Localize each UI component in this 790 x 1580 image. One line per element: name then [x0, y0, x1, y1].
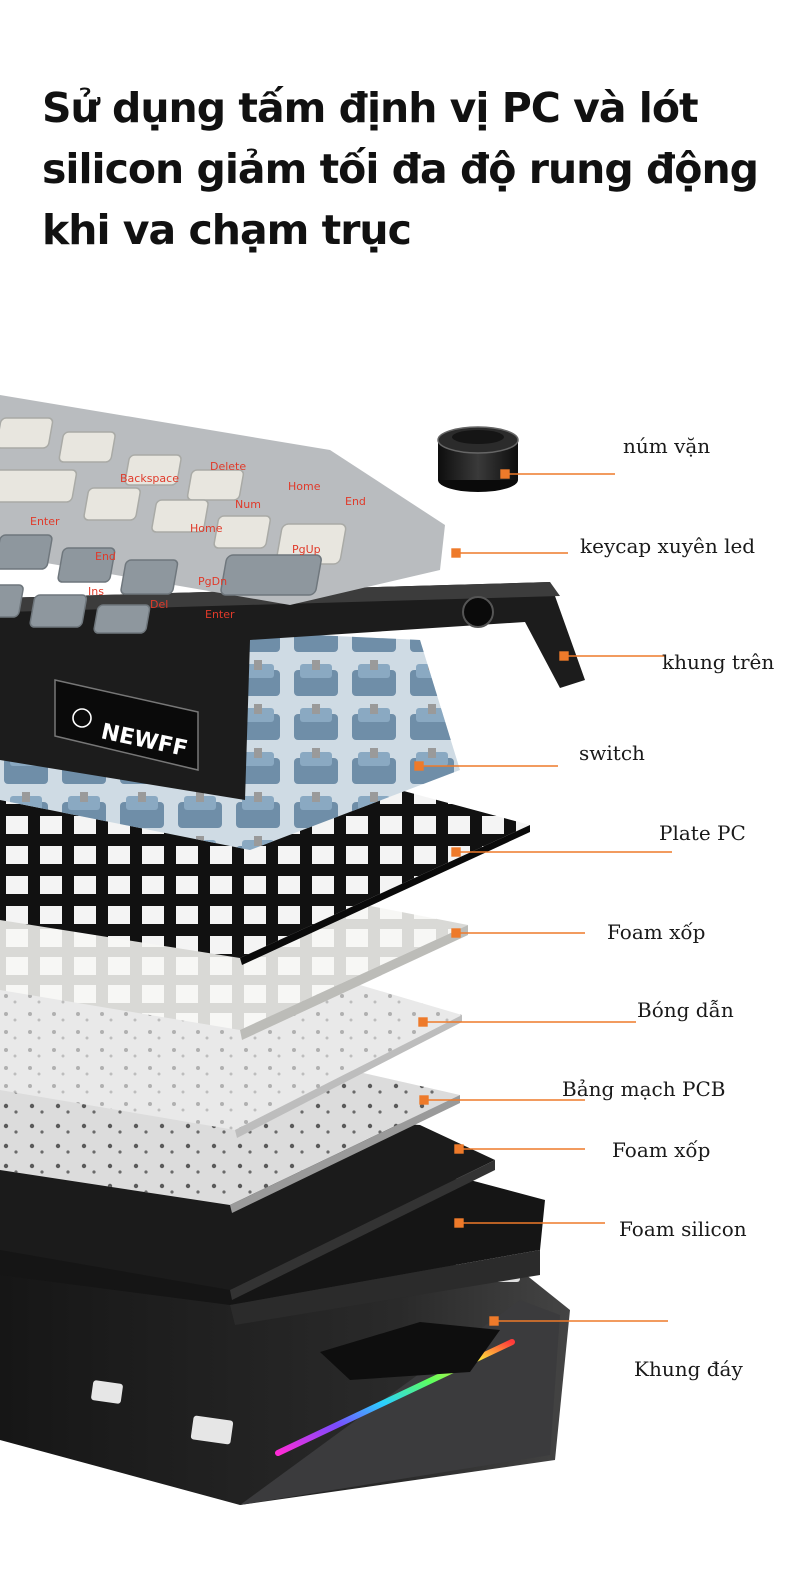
keycap-legend: Delete	[210, 460, 246, 473]
keycap-legend: End	[345, 495, 366, 508]
keycap-legend: Home	[190, 522, 223, 535]
callout-label-pcb: Bảng mạch PCB	[562, 1077, 726, 1101]
keycap-legend: End	[95, 550, 116, 563]
keycap-legend: PgUp	[292, 543, 321, 556]
page-title: Sử dụng tấm định vị PC và lót silicon gi…	[42, 84, 759, 254]
keycap-legend: Ins	[88, 585, 104, 598]
bottom-frame-layer	[0, 1230, 570, 1505]
keycap-legend: Home	[288, 480, 321, 493]
callout-label-light-guide: Bóng dẫn	[637, 998, 734, 1022]
callout-label-knob: núm vặn	[623, 434, 711, 458]
callout-label-bottom-frame: Khung đáy	[634, 1357, 743, 1381]
keycap-legend: Num	[235, 498, 261, 511]
keycap-legend: Enter	[205, 608, 235, 621]
callout-label-foam-1: Foam xốp	[607, 920, 706, 944]
callout-lines	[414, 469, 672, 1326]
keycap-legend: Enter	[30, 515, 60, 528]
callout-label-plate: Plate PC	[659, 821, 746, 845]
keycap-legend: Backspace	[120, 472, 179, 485]
callout-label-switch: switch	[579, 741, 645, 765]
callout-label-keycap: keycap xuyên led	[580, 534, 756, 558]
brand-logo: NEWFF	[54, 679, 199, 771]
plate-pc-layer	[0, 790, 530, 965]
keycap-legend: PgDn	[198, 575, 227, 588]
keycap-layer: Backspace Delete Home End Num Enter Home…	[0, 395, 445, 634]
callout-label-foam-silicon: Foam silicon	[619, 1217, 747, 1241]
callout-label-top-frame: khung trên	[662, 650, 775, 674]
knob	[437, 426, 519, 492]
keycap-legend: Del	[150, 598, 168, 611]
callout-label-foam-2: Foam xốp	[612, 1138, 711, 1162]
